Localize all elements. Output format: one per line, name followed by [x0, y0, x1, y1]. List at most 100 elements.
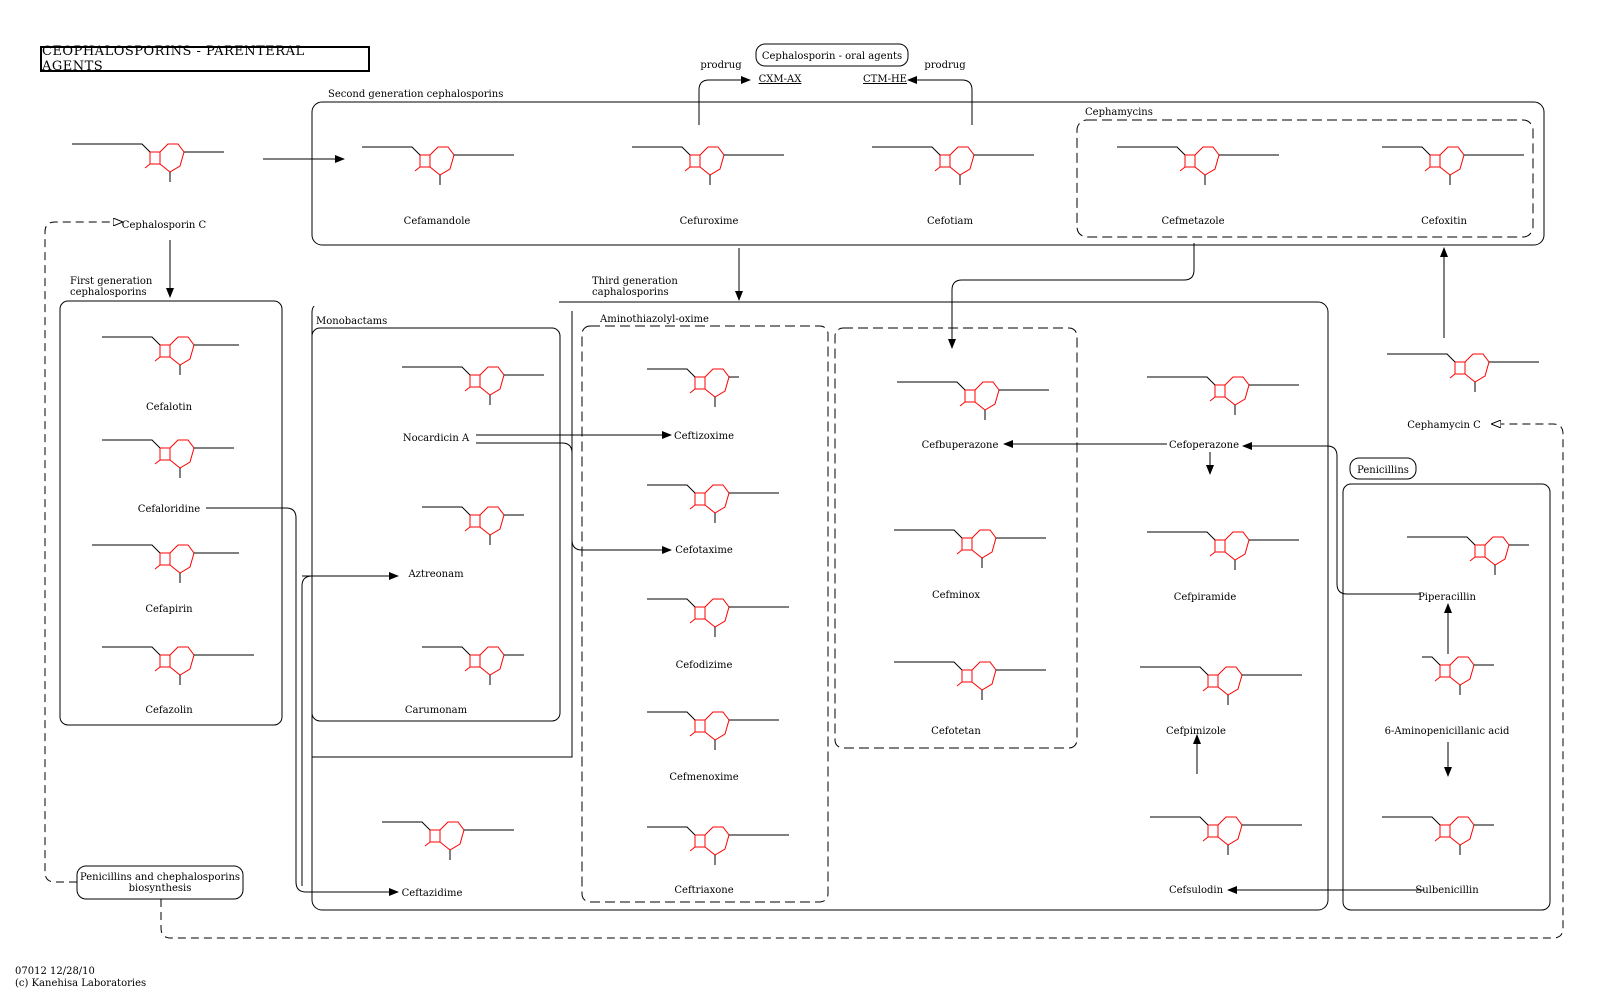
- cefapirin-lactam: [154, 552, 171, 570]
- label-first-generation-1: First generation: [70, 276, 153, 287]
- cxm-ax-link[interactable]: CXM-AX: [759, 74, 803, 85]
- cefoxitin-lactam: [1424, 154, 1441, 172]
- third-generation-box: [311, 301, 1329, 911]
- compound-cefminox[interactable]: Cefminox: [932, 590, 980, 601]
- cefuroxime-ring: [699, 146, 725, 176]
- oral-agents-label[interactable]: Cephalosporin - oral agents: [762, 51, 902, 62]
- compound-cefoxitin[interactable]: Cefoxitin: [1421, 216, 1467, 227]
- compound-ceftriaxone[interactable]: Ceftriaxone: [674, 885, 733, 896]
- compound-piperacillin[interactable]: Piperacillin: [1418, 592, 1476, 603]
- cefotetan-ring: [971, 661, 997, 691]
- compound-cefodizime[interactable]: Cefodizime: [676, 660, 733, 671]
- ctm-he-link[interactable]: CTM-HE: [863, 74, 907, 85]
- cephamycin-c-ring: [1464, 353, 1490, 383]
- cephalosporin-c-ring: [159, 143, 185, 173]
- cefamandole-ring: [429, 146, 455, 176]
- prodrug-left: prodrug: [700, 60, 742, 71]
- second-generation-box: [311, 101, 1545, 246]
- footer-copyright: (c) Kanehisa Laboratories: [15, 978, 147, 989]
- aztreonam-lactam: [464, 514, 481, 532]
- compound-ceftazidime[interactable]: Ceftazidime: [402, 888, 463, 899]
- ceftizoxime-sidechain-right: [714, 376, 739, 407]
- carumonam-lactam: [464, 654, 481, 672]
- cefoperazone-ring: [1224, 376, 1250, 406]
- cefsulodin-lactam: [1202, 824, 1219, 842]
- carumonam-sidechain-left: [422, 646, 471, 656]
- compound-cefotaxime[interactable]: Cefotaxime: [675, 545, 733, 556]
- cefmenoxime-lactam: [689, 719, 706, 737]
- cefodizime-ring: [704, 598, 730, 628]
- piperacillin-sidechain-right: [1494, 544, 1529, 575]
- ceftriaxone-lactam: [689, 834, 706, 852]
- penicillins-label[interactable]: Penicillins: [1357, 465, 1409, 476]
- cefoxitin-sidechain-left: [1382, 146, 1431, 156]
- aminopenicillanic-ring: [1449, 656, 1475, 686]
- ceftizoxime-sidechain-left: [647, 368, 696, 378]
- compound-cefbuperazone[interactable]: Cefbuperazone: [922, 440, 999, 451]
- page-title: CEOPHALOSPORINS - PARENTERAL AGENTS: [40, 44, 370, 74]
- compound-cefaloridine[interactable]: Cefaloridine: [138, 504, 200, 515]
- cephamycin-c-lactam: [1449, 361, 1466, 379]
- label-aminothiazolyl: Aminothiazolyl-oxime: [599, 314, 709, 325]
- cefaloridine-lactam: [154, 447, 171, 465]
- ceftriaxone-sidechain-left: [647, 826, 696, 836]
- aminopenicillanic-sidechain-right: [1459, 664, 1494, 695]
- compound-cefalotin[interactable]: Cefalotin: [146, 402, 193, 413]
- cefminox-sidechain-left: [894, 529, 963, 539]
- molecule-structures: [72, 143, 1539, 865]
- compound-cefuroxime[interactable]: Cefuroxime: [680, 216, 739, 227]
- cefotiam-sidechain-right: [959, 154, 1034, 185]
- compound-cefapirin[interactable]: Cefapirin: [145, 604, 193, 615]
- ceftazidime-lactam: [424, 829, 441, 847]
- sulbenicillin-lactam: [1434, 824, 1451, 842]
- ceftazidime-sidechain-right: [449, 829, 514, 860]
- compound-cephalosporin-c[interactable]: Cephalosporin C: [122, 220, 207, 231]
- cefotetan-lactam: [956, 669, 973, 687]
- compound-cefamandole[interactable]: Cefamandole: [404, 216, 471, 227]
- carumonam-ring: [479, 646, 505, 676]
- compound-ceftizoxime[interactable]: Ceftizoxime: [674, 431, 734, 442]
- cefazolin-sidechain-left: [102, 646, 161, 656]
- ceftizoxime-ring: [704, 368, 730, 398]
- compound-cefpimizole[interactable]: Cefpimizole: [1166, 726, 1226, 737]
- ceftriaxone-ring: [704, 826, 730, 856]
- compound-carumonam[interactable]: Carumonam: [405, 705, 468, 716]
- compound-cefsulodin[interactable]: Cefsulodin: [1169, 885, 1224, 896]
- compound-cefpiramide[interactable]: Cefpiramide: [1174, 592, 1237, 603]
- nocardicin-a-sidechain-left: [402, 366, 471, 376]
- compound-cefmenoxime[interactable]: Cefmenoxime: [669, 772, 738, 783]
- cefmetazole-ring: [1194, 146, 1220, 176]
- nocardicin-a-ring: [479, 366, 505, 396]
- aztreonam-sidechain-left: [422, 506, 471, 516]
- ceftazidime-sidechain-left: [382, 821, 431, 831]
- penicillins-link[interactable]: [1349, 457, 1417, 480]
- compound-aztreonam[interactable]: Aztreonam: [407, 569, 464, 580]
- biosynthesis-label-2[interactable]: biosynthesis: [129, 883, 192, 894]
- cefoxitin-sidechain-right: [1449, 154, 1524, 185]
- piperacillin-ring: [1484, 536, 1510, 566]
- label-third-generation-1: Third generation: [592, 276, 678, 287]
- cefbuperazone-sidechain-left: [897, 381, 966, 391]
- compound-cefotetan[interactable]: Cefotetan: [931, 726, 981, 737]
- cefapirin-ring: [169, 544, 195, 574]
- compound-cefazolin[interactable]: Cefazolin: [145, 705, 193, 716]
- compound-cefotiam[interactable]: Cefotiam: [927, 216, 973, 227]
- aminopenicillanic-lactam: [1434, 664, 1451, 682]
- cefodizime-sidechain-left: [647, 598, 696, 608]
- biosynthesis-label-1[interactable]: Penicillins and chephalosporins: [80, 872, 240, 883]
- cephamycin-c-sidechain-left: [1387, 353, 1456, 363]
- compound-nocardicin-a[interactable]: Nocardicin A: [403, 433, 470, 444]
- cefotiam-ring: [949, 146, 975, 176]
- cefpiramide-sidechain-left: [1147, 531, 1216, 541]
- footer-id-date: 07012 12/28/10: [15, 966, 95, 977]
- compound-aminopenicillanic[interactable]: 6-Aminopenicillanic acid: [1385, 726, 1510, 737]
- compound-cefmetazole[interactable]: Cefmetazole: [1161, 216, 1224, 227]
- methoxy-box: [834, 327, 1078, 749]
- compound-cephamycin-c[interactable]: Cephamycin C: [1407, 420, 1481, 431]
- oral-agents-link[interactable]: [755, 43, 909, 67]
- cefmenoxime-sidechain-left: [647, 711, 696, 721]
- cefotaxime-sidechain-right: [714, 492, 779, 523]
- compound-sulbenicillin[interactable]: Sulbenicillin: [1415, 885, 1479, 896]
- label-cephamycins: Cephamycins: [1085, 107, 1153, 118]
- compound-cefoperazone[interactable]: Cefoperazone: [1169, 440, 1239, 451]
